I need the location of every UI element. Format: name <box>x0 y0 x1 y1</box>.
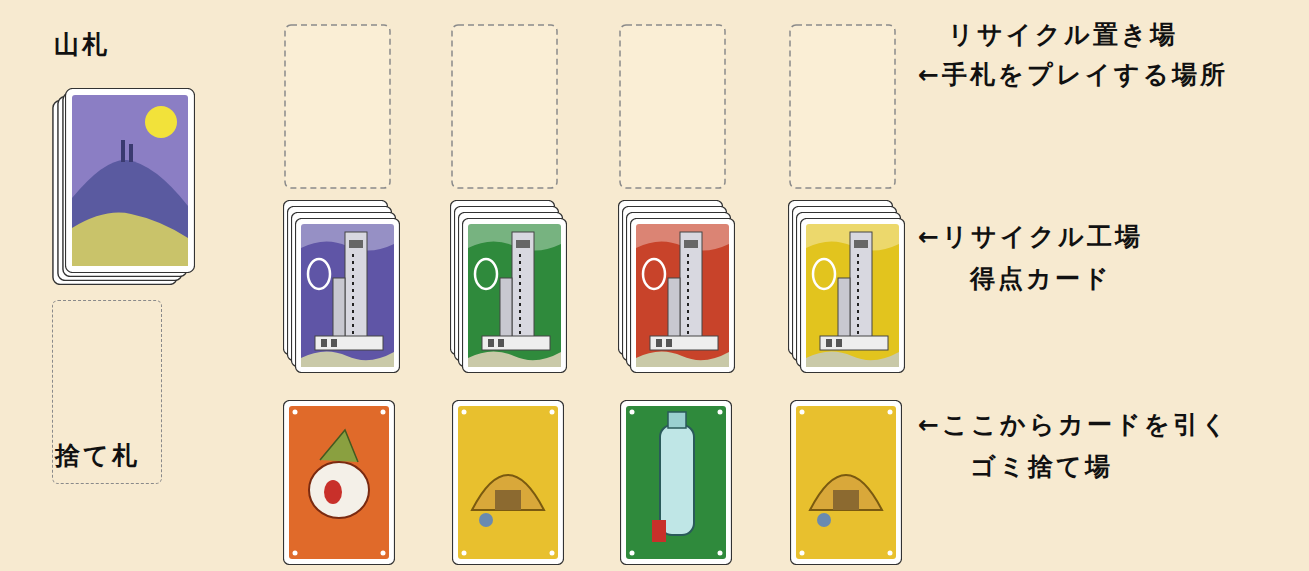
factory-stack <box>284 201 905 373</box>
area-label: 得点カード <box>970 264 1112 294</box>
area-label: ←リサイクル工場 <box>918 222 1143 252</box>
draw-pile-area: 山札 <box>50 30 204 90</box>
area-label: ゴミ捨て場 <box>970 452 1113 482</box>
trash-card <box>284 401 902 565</box>
play-slot <box>285 25 895 188</box>
draw-pile <box>53 89 195 285</box>
pile-label: 山札 <box>54 30 204 60</box>
area-label: リサイクル置き場 <box>948 20 1178 50</box>
area-label: ←手札をプレイする場所 <box>918 60 1228 90</box>
area-label: ←ここからカードを引く <box>918 410 1230 440</box>
discard-slot: 捨て札 <box>52 300 162 484</box>
pile-label: 捨て札 <box>55 441 161 471</box>
